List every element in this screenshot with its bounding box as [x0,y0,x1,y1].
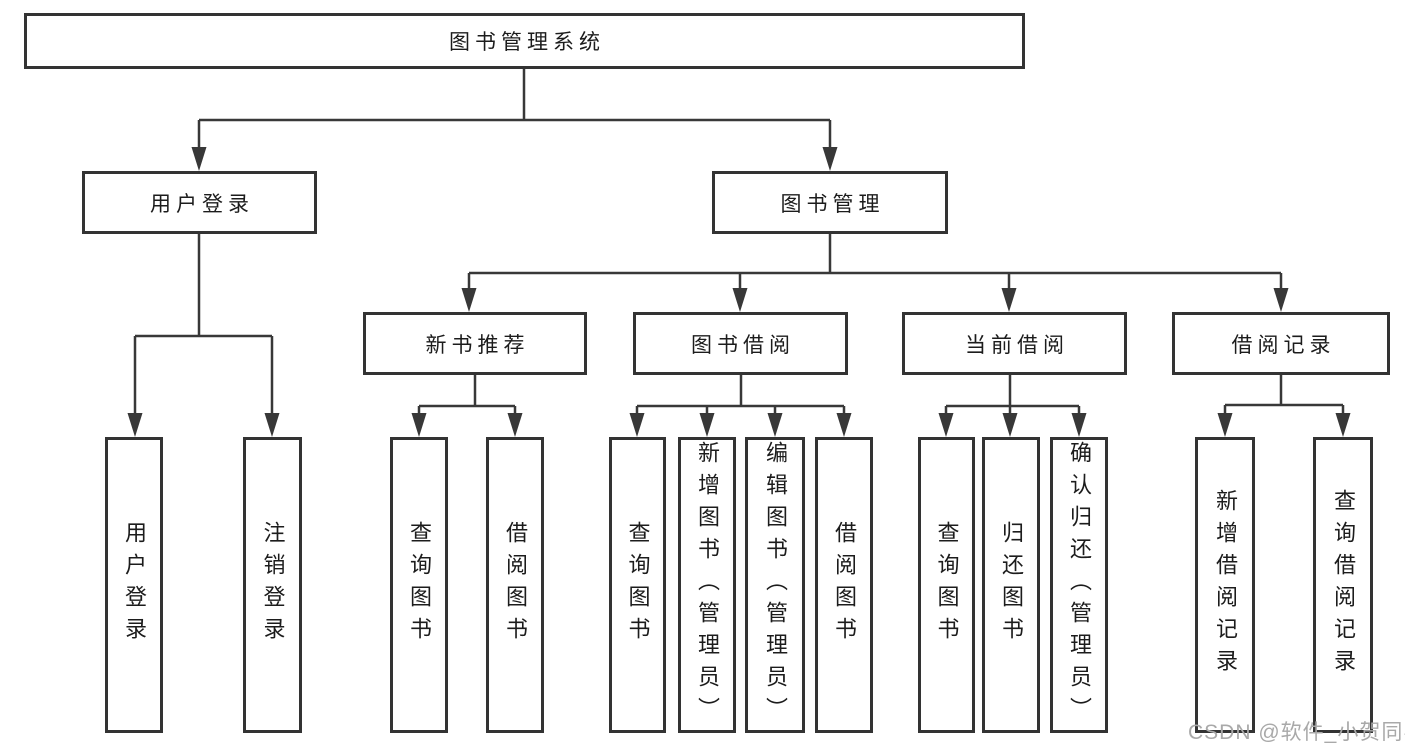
node-label: 图书管理 [780,192,885,216]
node-label: 借阅记录 [1231,333,1336,357]
leaf-label: 编辑图书（管理员） [763,441,788,729]
node-book-borrow: 图书借阅 [633,312,848,375]
leaf-label: 查询图书 [625,521,651,649]
leaf-edit-books-admin: 编辑图书（管理员） [745,437,805,733]
leaf-query-borrow-record: 查询借阅记录 [1313,437,1373,733]
leaf-confirm-return-admin: 确认归还（管理员） [1050,437,1108,733]
arrowheads [127,147,1351,437]
leaf-label: 查询借阅记录 [1331,489,1356,681]
leaf-query-books-current: 查询图书 [918,437,975,733]
node-label: 当前借阅 [965,333,1069,357]
leaf-label: 查询图书 [934,521,960,649]
node-label: 新书推荐 [425,333,530,357]
node-book-management: 图书管理 [712,171,948,234]
leaf-add-books-admin: 新增图书（管理员） [678,437,736,733]
leaf-label: 借阅图书 [832,521,857,649]
leaf-label: 新增图书（管理员） [695,441,720,729]
leaf-label: 新增借阅记录 [1213,489,1238,681]
leaf-label: 归还图书 [999,521,1024,649]
leaf-label: 查询图书 [407,521,432,649]
node-new-book-recommend: 新书推荐 [363,312,587,375]
leaf-label: 注销登录 [260,521,286,649]
leaf-borrow-books-recommend: 借阅图书 [486,437,544,733]
node-user-login: 用户登录 [82,171,317,234]
node-label: 图书管理系统 [449,31,605,54]
leaf-label: 借阅图书 [503,521,528,649]
watermark: CSDN @软件_小贺同学 [1188,721,1405,744]
node-current-borrow: 当前借阅 [902,312,1127,375]
node-label: 用户登录 [150,192,254,216]
leaf-return-books: 归还图书 [982,437,1040,733]
node-label: 图书借阅 [691,333,795,357]
leaf-query-books-borrow: 查询图书 [609,437,666,733]
leaf-user-login: 用户登录 [105,437,163,733]
leaf-logout: 注销登录 [243,437,302,733]
node-library-management-system: 图书管理系统 [24,13,1025,69]
node-borrow-records: 借阅记录 [1172,312,1390,375]
leaf-label: 确认归还（管理员） [1067,441,1092,729]
leaf-add-borrow-record: 新增借阅记录 [1195,437,1255,733]
leaf-borrow-books: 借阅图书 [815,437,873,733]
leaf-query-books-recommend: 查询图书 [390,437,448,733]
leaf-label: 用户登录 [122,521,147,649]
